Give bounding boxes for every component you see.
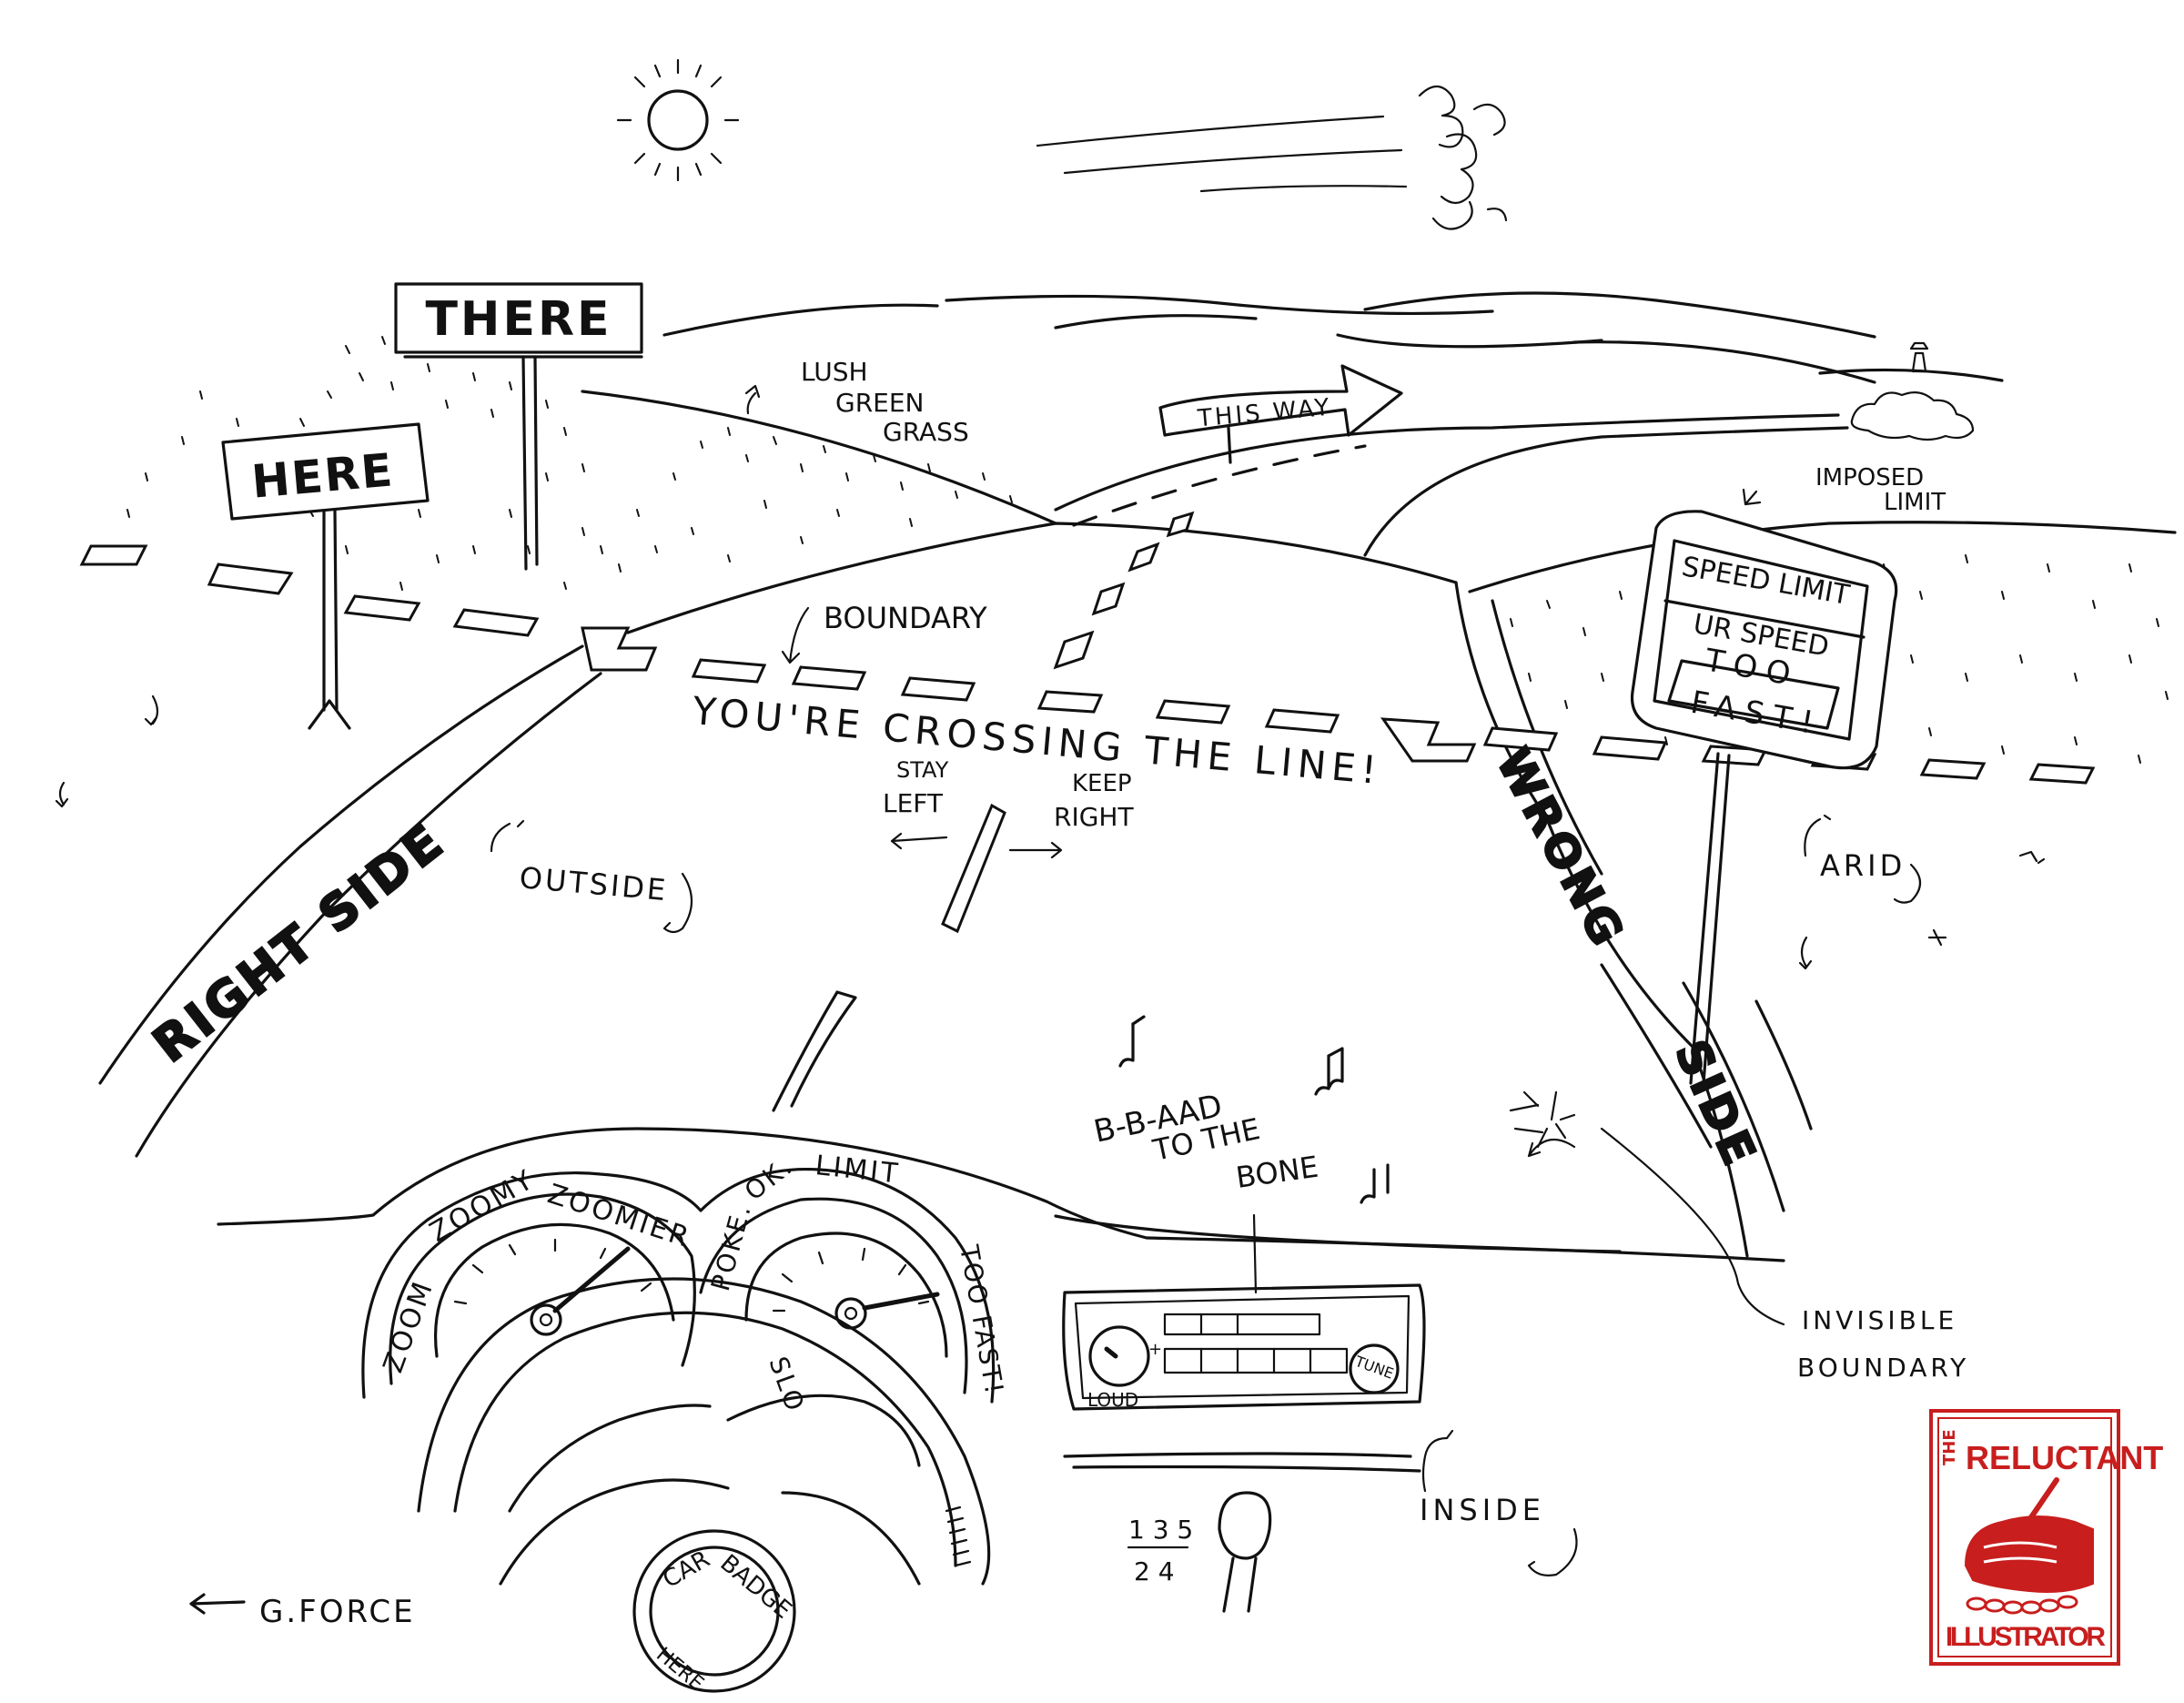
there-sign-text: THERE	[425, 292, 612, 347]
label-wrong: WRONG	[1486, 740, 1634, 957]
spark-icon	[1509, 1090, 1576, 1149]
label-side: SIDE	[1664, 1032, 1766, 1175]
label-right-side: RIGHT SIDE	[143, 811, 456, 1073]
logo-illustrator: ILLUSTRATOR	[1946, 1622, 2106, 1652]
far-road	[1054, 413, 1849, 557]
gear-pattern-top: 1 3 5	[1128, 1515, 1193, 1545]
distant-hills	[662, 291, 2004, 384]
label-limit: LIMIT	[1884, 489, 1946, 516]
label-gforce: G.FORCE	[259, 1594, 416, 1630]
right-gauge-slo: SLO	[763, 1353, 811, 1417]
label-left: LEFT	[883, 788, 944, 818]
label-lush: LUSH	[801, 357, 868, 387]
label-imposed: IMPOSED	[1815, 464, 1924, 492]
logo-hand-pen-icon	[1964, 1477, 2094, 1615]
steering-wheel: CAR BADGE HERE	[417, 1277, 991, 1696]
speed-limit-sign: SPEED LIMIT UR SPEED TOO FAST!	[1630, 510, 1898, 1085]
right-gauge-ok: OK.	[739, 1151, 799, 1207]
label-boundary: BOUNDARY	[824, 601, 987, 635]
logo-the: THE	[1940, 1429, 1959, 1465]
label-right: RIGHT	[1054, 802, 1134, 832]
steering-hub: CAR BADGE HERE	[632, 1529, 796, 1696]
radio-song-label: B-B-AAD TO THE BONE	[1091, 1088, 1320, 1294]
label-invisible: INVISIBLE	[1802, 1305, 1957, 1335]
right-gauge-limit: LIMIT	[814, 1150, 902, 1191]
distant-figure-icon	[1850, 341, 1975, 441]
road-edges	[98, 522, 1813, 1258]
label-stay: STAY	[896, 757, 949, 783]
dashboard	[217, 990, 1785, 1473]
label-keep: KEEP	[1072, 770, 1132, 797]
label-arid: ARID	[1820, 848, 1906, 883]
left-gauge-zoom: ZOOM	[378, 1275, 440, 1376]
left-grass-hill	[563, 390, 1057, 590]
left-gauge-zoomy: ZOOMY	[425, 1163, 541, 1249]
g-force-label: G.FORCE	[189, 1593, 416, 1630]
left-speed-gauge: ZOOM ZOOMY ZOOMIER	[378, 1163, 695, 1377]
here-sign: HERE	[221, 422, 430, 730]
car-radio: + LOUD TUNE	[1062, 1283, 1426, 1411]
radio-loud-label: LOUD	[1087, 1389, 1138, 1411]
gear-pattern-bottom: 2 4	[1134, 1556, 1175, 1586]
inside-label: INSIDE	[1420, 1429, 1578, 1576]
radio-plus: +	[1148, 1340, 1162, 1359]
there-sign: THERE	[394, 282, 643, 571]
music-notes-icon	[1118, 1015, 1390, 1204]
label-green: GREEN	[835, 388, 924, 418]
this-way-sign: THIS WAY	[1158, 364, 1403, 464]
logo-reluctant: RELUCTANT	[1966, 1439, 2163, 1476]
sun-icon	[616, 58, 740, 182]
reluctant-illustrator-logo: THE RELUCTANT ILLUSTRATOR	[1929, 1409, 2163, 1666]
gear-shift: 1 3 5 2 4	[1127, 1491, 1272, 1613]
right-speed-gauge: SLO POKE. OK. LIMIT TOO FAST!	[705, 1150, 1010, 1417]
label-bone: BONE	[1234, 1150, 1320, 1195]
label-inside: INSIDE	[1420, 1493, 1545, 1527]
label-invisible-boundary: BOUNDARY	[1797, 1353, 1969, 1383]
wind-gust-icon	[1036, 85, 1508, 230]
invisible-boundary-label: INVISIBLE BOUNDARY	[1527, 1127, 1969, 1383]
label-outside: OUTSIDE	[518, 860, 669, 907]
road-dashes	[79, 511, 2096, 934]
label-crossing-line: YOU'RE CROSSING THE LINE!	[690, 688, 1383, 793]
radio-tune-label: TUNE	[1352, 1353, 1396, 1383]
here-sign-text: HERE	[249, 443, 396, 508]
label-grass: GRASS	[883, 417, 969, 447]
